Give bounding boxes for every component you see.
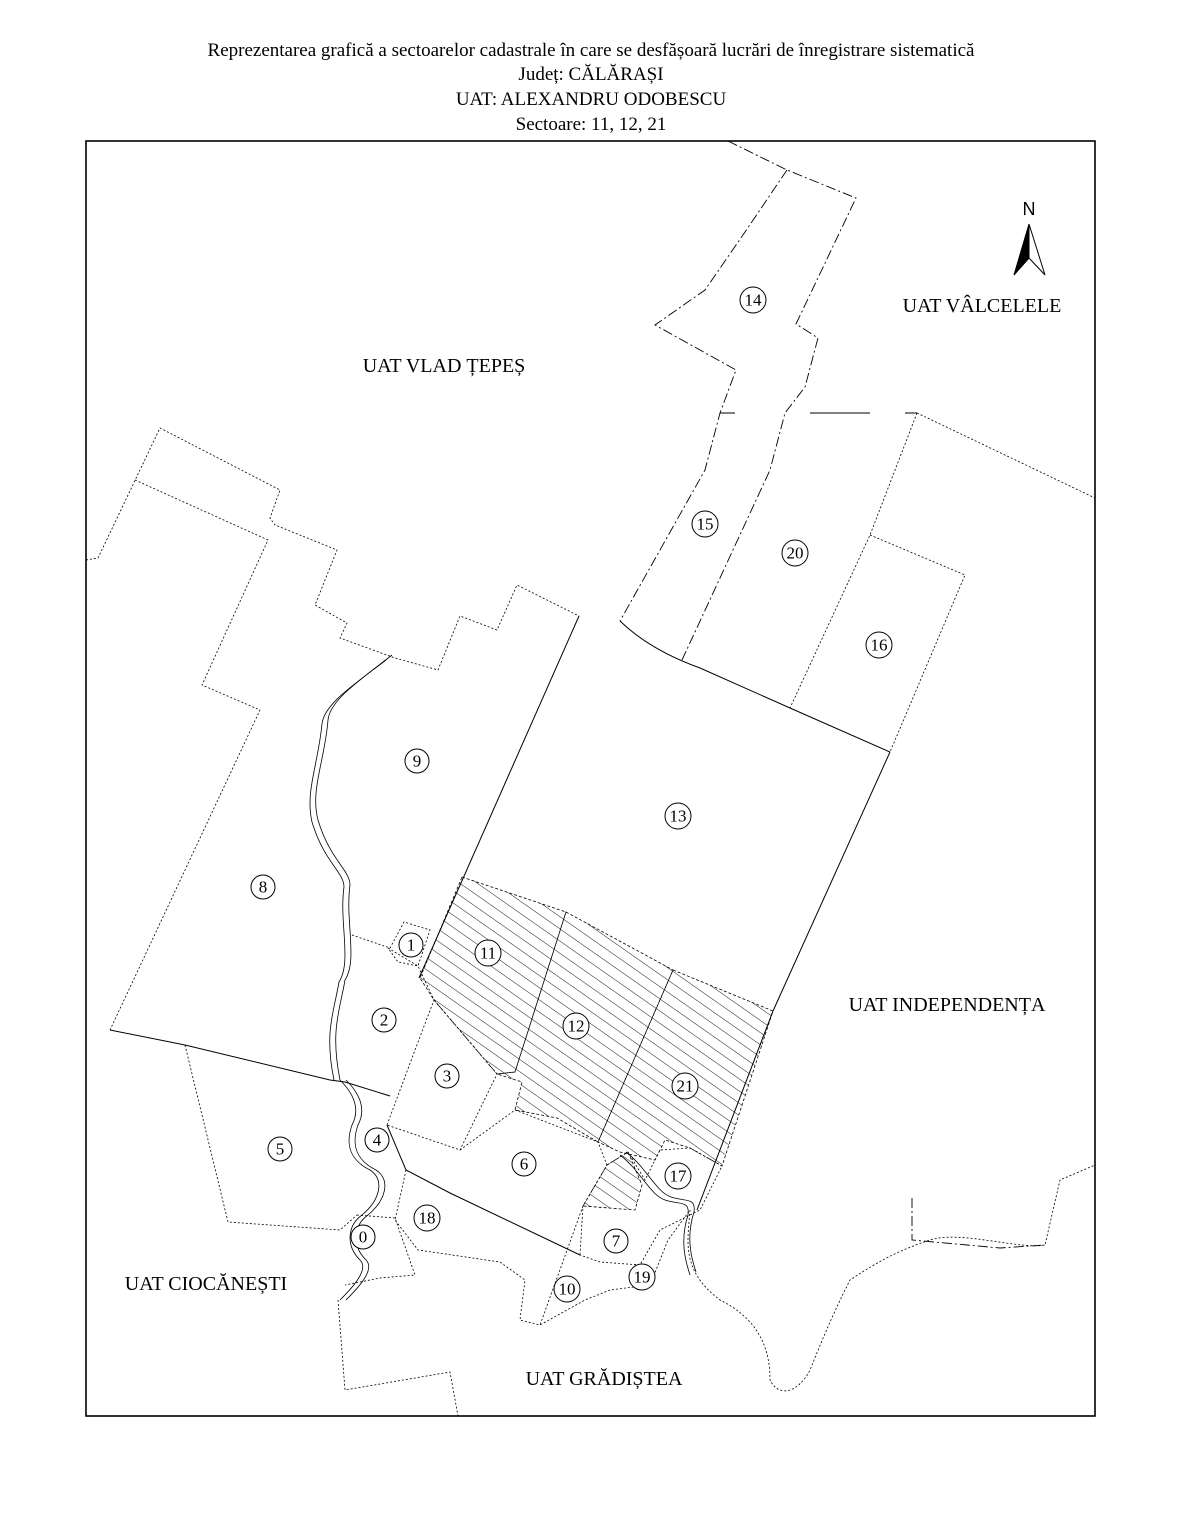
uat-line: UAT: ALEXANDRU ODOBESCU bbox=[455, 89, 727, 110]
sector-12-marker[interactable]: 12 bbox=[562, 1012, 590, 1040]
sector-11-marker[interactable]: 11 bbox=[474, 939, 502, 967]
sector-3-marker[interactable]: 3 bbox=[434, 1063, 460, 1089]
svg-text:19: 19 bbox=[634, 1268, 651, 1287]
svg-text:18: 18 bbox=[419, 1209, 436, 1228]
svg-text:4: 4 bbox=[373, 1131, 382, 1150]
svg-text:8: 8 bbox=[259, 878, 268, 897]
sector-20-marker[interactable]: 20 bbox=[781, 539, 809, 567]
svg-text:16: 16 bbox=[871, 636, 888, 655]
svg-text:1: 1 bbox=[407, 936, 416, 955]
sector-boundaries bbox=[85, 140, 1096, 1417]
sector-15-marker[interactable]: 15 bbox=[691, 510, 719, 538]
sector-7-hatch bbox=[582, 1151, 643, 1211]
sector-4-marker[interactable]: 4 bbox=[364, 1127, 390, 1153]
sector-17-marker[interactable]: 17 bbox=[664, 1162, 692, 1190]
svg-text:21: 21 bbox=[677, 1077, 694, 1096]
svg-text:7: 7 bbox=[612, 1232, 621, 1251]
svg-text:13: 13 bbox=[670, 807, 687, 826]
map-title: Reprezentarea grafică a sectoarelor cada… bbox=[207, 40, 975, 61]
svg-text:3: 3 bbox=[443, 1067, 452, 1086]
solid-boundaries bbox=[109, 412, 917, 1256]
uat-gradistea-label: UAT GRĂDIȘTEA bbox=[526, 1367, 683, 1390]
north-arrow: N bbox=[1013, 199, 1046, 276]
sectors-line: Sectoare: 11, 12, 21 bbox=[515, 114, 667, 135]
sector-16-marker[interactable]: 16 bbox=[865, 631, 893, 659]
map-frame bbox=[85, 140, 1096, 1417]
sector-21-marker[interactable]: 21 bbox=[671, 1072, 699, 1100]
sector-10-marker[interactable]: 10 bbox=[553, 1275, 581, 1303]
svg-text:9: 9 bbox=[413, 752, 422, 771]
north-arrow-letter: N bbox=[1023, 199, 1036, 219]
svg-text:2: 2 bbox=[380, 1011, 389, 1030]
svg-text:14: 14 bbox=[745, 291, 763, 310]
svg-text:0: 0 bbox=[359, 1228, 368, 1247]
uat-independenta-label: UAT INDEPENDENȚA bbox=[849, 994, 1046, 1016]
uat-valcelele-label: UAT VÂLCELELE bbox=[903, 294, 1062, 317]
sector-14-marker[interactable]: 14 bbox=[739, 286, 767, 314]
sector-markers: 0 1 2 3 4 5 6 7 8 9 10 11 12 13 14 15 16… bbox=[250, 286, 893, 1303]
sector-2-marker[interactable]: 2 bbox=[371, 1007, 397, 1033]
uat-vlad-tepes-label: UAT VLAD ȚEPEȘ bbox=[363, 355, 526, 377]
sector-5-marker[interactable]: 5 bbox=[267, 1136, 293, 1162]
svg-text:10: 10 bbox=[559, 1280, 576, 1299]
sector-7-marker[interactable]: 7 bbox=[603, 1228, 629, 1254]
svg-text:12: 12 bbox=[568, 1017, 585, 1036]
north-arrow-left-icon bbox=[1013, 223, 1030, 276]
svg-text:20: 20 bbox=[787, 544, 804, 563]
svg-text:5: 5 bbox=[276, 1140, 285, 1159]
uat-labels: UAT VLAD ȚEPEȘ UAT VÂLCELELE UAT INDEPEN… bbox=[125, 294, 1062, 1390]
north-arrow-right-icon bbox=[1028, 223, 1046, 276]
sector-21-area bbox=[597, 969, 774, 1167]
sector-9-marker[interactable]: 9 bbox=[404, 748, 430, 774]
sector-0-marker[interactable]: 0 bbox=[350, 1224, 376, 1250]
svg-text:6: 6 bbox=[520, 1155, 529, 1174]
svg-text:17: 17 bbox=[670, 1167, 688, 1186]
sector-6-marker[interactable]: 6 bbox=[511, 1151, 537, 1177]
sector-19-marker[interactable]: 19 bbox=[628, 1263, 656, 1291]
highlighted-area bbox=[419, 876, 774, 1211]
county-line: Județ: CĂLĂRAȘI bbox=[518, 64, 664, 85]
svg-text:11: 11 bbox=[480, 944, 496, 963]
uat-ciocanesti-label: UAT CIOCĂNEȘTI bbox=[125, 1272, 287, 1295]
sector-1-marker[interactable]: 1 bbox=[398, 932, 424, 958]
sector-8-marker[interactable]: 8 bbox=[250, 874, 276, 900]
sector-18-marker[interactable]: 18 bbox=[413, 1204, 441, 1232]
svg-text:15: 15 bbox=[697, 515, 714, 534]
sector-13-marker[interactable]: 13 bbox=[664, 802, 692, 830]
